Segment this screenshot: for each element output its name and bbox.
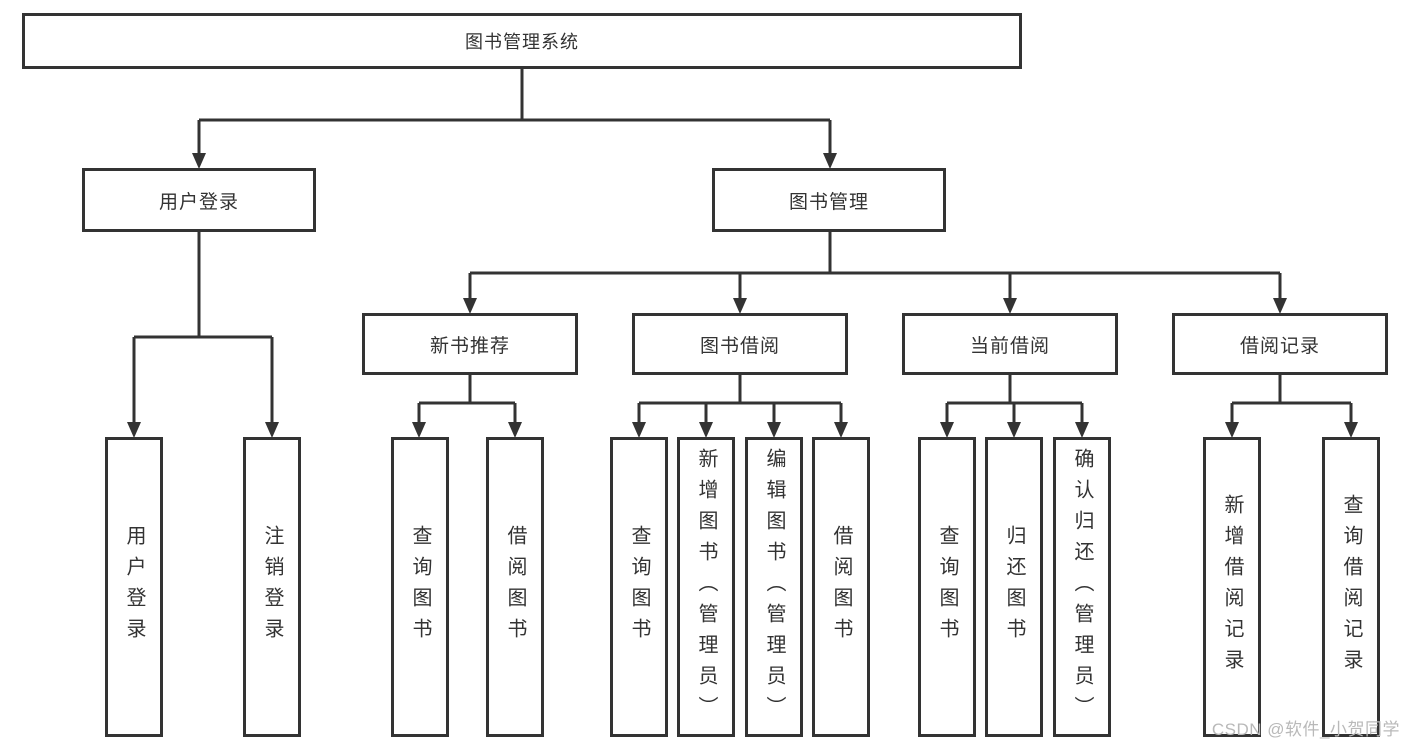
node-library-system: 图书管理系统 xyxy=(22,13,1022,69)
leaf-records-query: 查询借阅记录 xyxy=(1322,437,1380,737)
connector-path xyxy=(197,69,832,155)
leaf-user-login: 用户登录 xyxy=(105,437,163,737)
connector-path xyxy=(637,375,843,424)
arrowhead-icon xyxy=(412,422,426,438)
arrowhead-icon xyxy=(192,153,206,169)
connector-path xyxy=(132,232,274,424)
node-new-book-recommend: 新书推荐 xyxy=(362,313,578,375)
connector-path xyxy=(1230,375,1353,424)
arrowhead-icon xyxy=(1225,422,1239,438)
node-user-login: 用户登录 xyxy=(82,168,316,232)
arrowhead-icon xyxy=(940,422,954,438)
arrowhead-icon xyxy=(1007,422,1021,438)
arrowhead-icon xyxy=(1273,298,1287,314)
leaf-borrow-query: 查询图书 xyxy=(610,437,668,737)
connector-path xyxy=(945,375,1084,424)
leaf-borrow-edit-admin: 编辑图书（管理员） xyxy=(745,437,803,737)
leaf-logout: 注销登录 xyxy=(243,437,301,737)
arrowhead-icon xyxy=(823,153,837,169)
arrowheads xyxy=(127,153,1358,438)
leaf-current-query: 查询图书 xyxy=(918,437,976,737)
connector-path xyxy=(417,375,517,424)
arrowhead-icon xyxy=(1344,422,1358,438)
leaf-borrow-add-admin: 新增图书（管理员） xyxy=(677,437,735,737)
leaf-borrow-borrow: 借阅图书 xyxy=(812,437,870,737)
leaf-newbooks-query: 查询图书 xyxy=(391,437,449,737)
node-borrow-records: 借阅记录 xyxy=(1172,313,1388,375)
leaf-current-return: 归还图书 xyxy=(985,437,1043,737)
arrowhead-icon xyxy=(699,422,713,438)
arrowhead-icon xyxy=(127,422,141,438)
node-book-management: 图书管理 xyxy=(712,168,946,232)
leaf-current-confirm-admin: 确认归还（管理员） xyxy=(1053,437,1111,737)
arrowhead-icon xyxy=(463,298,477,314)
arrowhead-icon xyxy=(767,422,781,438)
node-book-borrow: 图书借阅 xyxy=(632,313,848,375)
arrowhead-icon xyxy=(834,422,848,438)
node-current-borrow: 当前借阅 xyxy=(902,313,1118,375)
arrowhead-icon xyxy=(265,422,279,438)
arrowhead-icon xyxy=(508,422,522,438)
arrowhead-icon xyxy=(733,298,747,314)
leaf-records-add: 新增借阅记录 xyxy=(1203,437,1261,737)
arrowhead-icon xyxy=(1003,298,1017,314)
connector-path xyxy=(468,232,1282,300)
arrowhead-icon xyxy=(632,422,646,438)
csdn-watermark: CSDN @软件_小贺同学 xyxy=(1211,720,1400,739)
arrowhead-icon xyxy=(1075,422,1089,438)
leaf-newbooks-borrow: 借阅图书 xyxy=(486,437,544,737)
